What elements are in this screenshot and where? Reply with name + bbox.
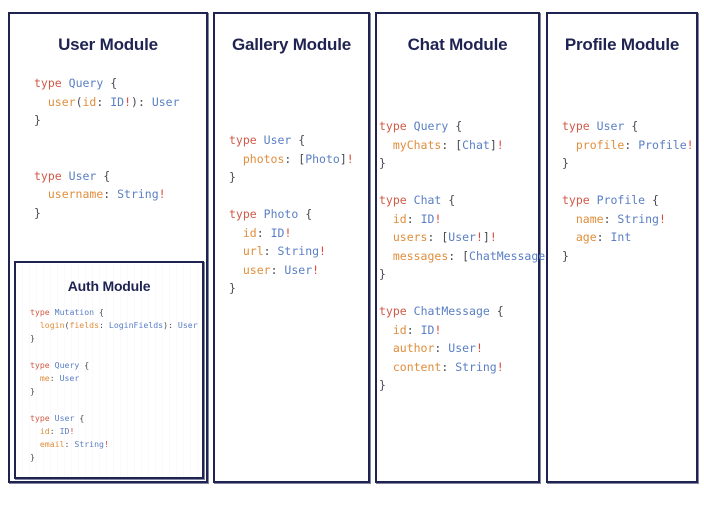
- panel-chat-module[interactable]: Chat Module type Query { myChats: [Chat]…: [375, 12, 559, 483]
- panel-user-module[interactable]: User Module type Query { user(id: ID!): …: [8, 12, 208, 483]
- code-block-user: type Query { user(id: ID!): User } type …: [34, 76, 180, 220]
- panel-title-chat: Chat Module: [407, 35, 508, 54]
- panel-profile-module[interactable]: Profile Module type User { profile: Prof…: [546, 12, 698, 483]
- panel-gallery-module[interactable]: Gallery Module type User { photos: [Phot…: [213, 12, 370, 483]
- code-block-auth: type Mutation { login(fields: LoginField…: [30, 307, 198, 463]
- code-block-profile: type User { profile: Profile! } type Pro…: [562, 119, 694, 263]
- panel-title-gallery: Gallery Module: [231, 35, 352, 54]
- panel-title-user: User Module: [58, 35, 158, 54]
- panel-title-auth: Auth Module: [67, 278, 151, 294]
- panel-title-profile: Profile Module: [564, 35, 680, 54]
- code-block-chat: type Query { myChats: [Chat]! } type Cha…: [379, 119, 559, 392]
- panel-auth-module[interactable]: Auth Module type Mutation { login(fields…: [14, 261, 204, 479]
- code-block-gallery: type User { photos: [Photo]! } type Phot…: [229, 133, 354, 295]
